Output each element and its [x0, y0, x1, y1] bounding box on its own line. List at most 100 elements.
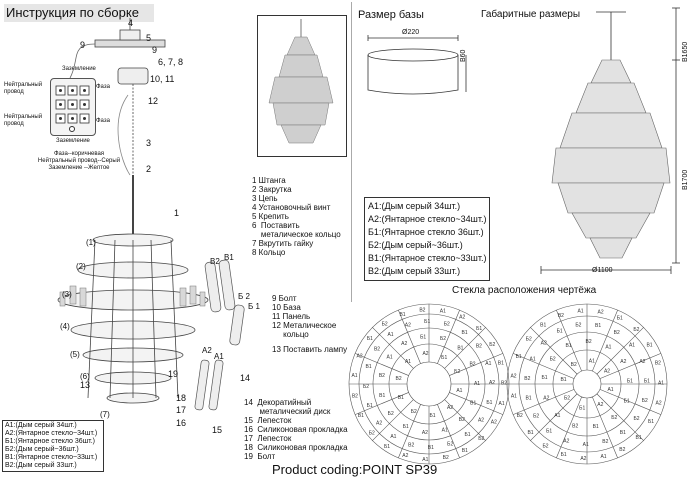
ring-glass-code: B1: [462, 448, 468, 454]
ring-spoke: [444, 399, 486, 441]
part-item: 17 Лепесток: [244, 434, 292, 443]
ring-glass-code: A2: [543, 396, 549, 402]
glass-label-b-1: Б 1: [248, 302, 260, 311]
ring-glass-code: A2: [510, 373, 516, 379]
ring-circle: [406, 361, 452, 407]
wiring-legend-line: Нейтральный провод--Серый: [37, 158, 121, 164]
ring-glass-code: B1: [636, 435, 642, 441]
ring-glass-code: Б1: [424, 319, 430, 325]
ring-glass-code: Б2: [564, 395, 570, 401]
ring-glass-code: Б2: [575, 323, 581, 329]
ring-glass-code: B2: [586, 339, 592, 345]
ring-glass-code: B1: [593, 424, 599, 430]
ring-glass-code: A2: [541, 340, 547, 346]
ring-glass-code: B2: [459, 417, 465, 423]
callout-19: 19: [168, 369, 179, 379]
part-item: 3 Цепь: [252, 194, 278, 203]
ring-glass-code: A1: [442, 427, 448, 433]
ring-glass-code: B1: [620, 430, 626, 436]
callout-1011: 10, 11: [150, 74, 175, 84]
ring-glass-code: Б1: [644, 378, 650, 384]
ring-glass-code: Б2: [526, 336, 532, 342]
terminal-block-icon: [55, 85, 90, 132]
ring-glass-code: B1: [565, 343, 571, 349]
ring-glass-code: B1: [379, 393, 385, 399]
base-diameter: Ø220: [402, 29, 420, 36]
part-item: 16 Силиконовая прокладка: [244, 425, 348, 434]
ring-glass-code: Б2: [633, 416, 639, 422]
ring-spoke: [437, 309, 460, 364]
legend-small-line: A1:(Дым серый 34шт.): [5, 422, 77, 429]
parts-list-2: 9 Болт 10 База 11 Панель 12 Металическое…: [272, 294, 347, 354]
ring-glass-code: A2: [580, 456, 586, 462]
ring-glass-code: B2: [419, 307, 425, 313]
ring-glass-code: A2: [563, 438, 569, 444]
ring-glass-code: B2: [469, 362, 475, 368]
ring-glass-code: B1: [398, 395, 404, 401]
part-item: 2 Закрутка: [252, 185, 292, 194]
ring-glass-code: B1: [560, 377, 566, 383]
assembly-heading: Инструкция по сборке: [6, 5, 139, 20]
ring-glass-code: A1: [440, 308, 446, 314]
ring-glass-code: Б2: [478, 436, 484, 442]
ring-glass-code: A1: [456, 388, 462, 394]
wiring-legend-line: Фаза--коричневая: [53, 151, 105, 157]
ring-glass-code: A1: [605, 345, 611, 351]
ring-glass-code: A2: [405, 323, 411, 329]
legend-small-line: Б1:(Янтарное стекло 36шт.): [5, 438, 95, 445]
ring-glass-code: B2: [408, 442, 414, 448]
ring-spoke: [449, 353, 504, 376]
legend-small-line: B1:(Янтарное стекло~33шт.): [5, 454, 98, 461]
part-item: 8 Кольцо: [252, 248, 286, 257]
ring-glass-code: Б2: [533, 414, 539, 420]
ring-spoke: [596, 393, 644, 441]
wiring-legend-line: Заземление --Желтое: [48, 165, 110, 171]
ring-glass-code: A2: [402, 453, 408, 459]
ring-glass-code: A2: [447, 405, 453, 411]
ring-glass-code: A2: [459, 315, 465, 321]
ring-glass-code: A1: [474, 381, 480, 387]
ring-glass-code: B2: [501, 381, 507, 387]
callout-2: 2: [146, 164, 152, 174]
assembly-heading-bg: [4, 4, 154, 22]
ring-glass-code: B1: [399, 312, 405, 318]
ring-spoke: [372, 399, 414, 441]
ring-glass-code: B2: [379, 373, 385, 379]
ring-glass-code: B1: [540, 322, 546, 328]
ring-spoke: [354, 353, 409, 376]
ring-glass-code: Б1: [516, 354, 522, 360]
ring-glass-code: A1: [600, 454, 606, 460]
glass-label-b2: B2: [210, 257, 220, 266]
ring-glass-code: Б1: [541, 375, 547, 381]
ring-glass-code: B2: [443, 455, 449, 461]
ring-glass-code: Б2: [444, 322, 450, 328]
callout-1: 1: [174, 208, 180, 218]
glass-layout-heading: Стекла расположения чертёжа: [452, 285, 597, 296]
ring-glass-code: A2: [639, 359, 645, 365]
ring-glass-code: A1: [629, 342, 635, 348]
callout-18: 18: [176, 393, 187, 403]
part-item: 5 Крепить: [252, 212, 289, 221]
ring-glass-code: Б2: [382, 322, 388, 328]
ring-glass-code: A1: [387, 332, 393, 338]
ring-glass-code: Б1: [648, 419, 654, 425]
ring-glass-code: A1: [589, 359, 595, 365]
ring-glass-code: B2: [602, 439, 608, 445]
ring-glass-code: A1: [554, 413, 560, 419]
ring-glass-code: B1: [457, 346, 463, 352]
ring-glass-code: Б1: [486, 400, 492, 406]
parts-list-3: 14 Декоратийный металический диск 15 Леп…: [244, 398, 348, 461]
assembly-drawing: [57, 18, 245, 411]
ring-glass-code: B2: [352, 394, 358, 400]
glass-label-a2: A2: [202, 346, 212, 355]
callout-3: 3: [146, 138, 152, 148]
glass-legend: A1:(Дым серый 34шт.) A2:(Янтарное стекло…: [364, 197, 490, 281]
ring-spoke: [444, 327, 486, 369]
ring-spoke: [354, 392, 409, 415]
ring-spoke: [592, 396, 618, 459]
ring-spoke: [437, 404, 460, 459]
ring-spoke: [599, 353, 662, 379]
ring-glass-code: B1: [428, 445, 434, 451]
ring-glass-code: Б2: [447, 441, 453, 447]
ring-spoke: [398, 404, 421, 459]
